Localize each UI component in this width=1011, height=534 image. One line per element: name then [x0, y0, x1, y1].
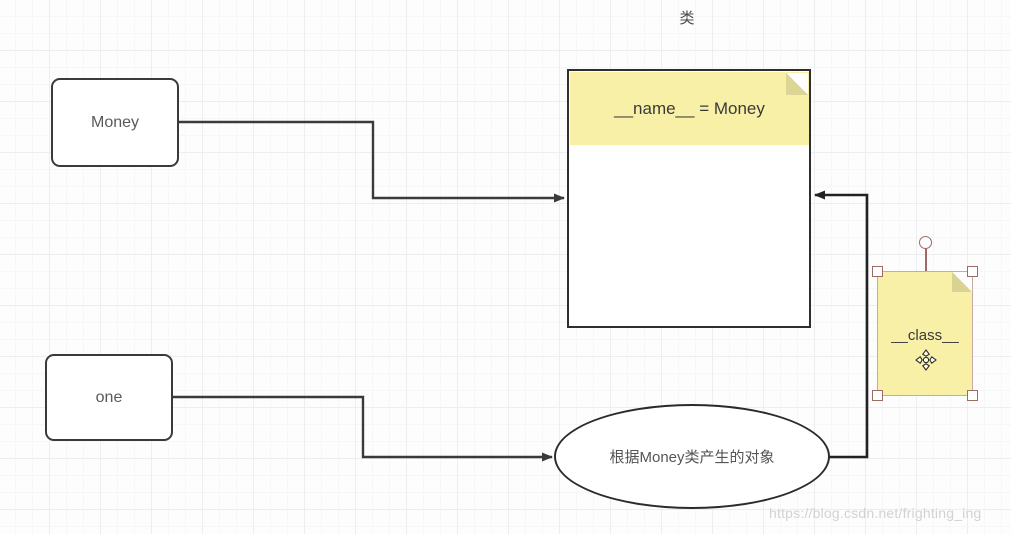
connector-one-to-ellipse[interactable]: [173, 395, 553, 462]
move-cursor-icon: [915, 349, 937, 371]
connector-money-to-class[interactable]: [179, 120, 565, 203]
resize-handle-top-right[interactable]: [967, 266, 978, 277]
node-one-label: one: [95, 388, 123, 406]
connector-ellipse-to-class[interactable]: [814, 190, 869, 459]
resize-handle-top-left[interactable]: [872, 266, 883, 277]
node-money-box[interactable]: Money: [51, 78, 179, 167]
node-one-box[interactable]: one: [45, 354, 173, 441]
node-class-rectangle[interactable]: __name__ = Money: [567, 69, 811, 328]
resize-handle-bottom-right[interactable]: [967, 390, 978, 401]
node-money-label: Money: [90, 113, 140, 131]
rotate-handle[interactable]: [919, 236, 932, 249]
node-object-ellipse[interactable]: 根据Money类产生的对象: [554, 404, 830, 509]
resize-handle-bottom-left[interactable]: [872, 390, 883, 401]
node-class-sticky-note[interactable]: __class__: [872, 236, 978, 401]
watermark-text: https://blog.csdn.net/frighting_ing: [769, 505, 982, 521]
note-fold-corner-icon: [786, 73, 808, 95]
sticky-note-fold-corner-icon: [952, 272, 972, 292]
class-note-label: __class__: [891, 327, 959, 344]
canvas-top-label: 类: [679, 9, 695, 27]
class-name-note-label: __name__ = Money: [614, 98, 765, 118]
class-name-note[interactable]: __name__ = Money: [570, 72, 809, 145]
node-object-ellipse-label: 根据Money类产生的对象: [609, 449, 775, 466]
rotate-handle-stem: [925, 248, 927, 271]
